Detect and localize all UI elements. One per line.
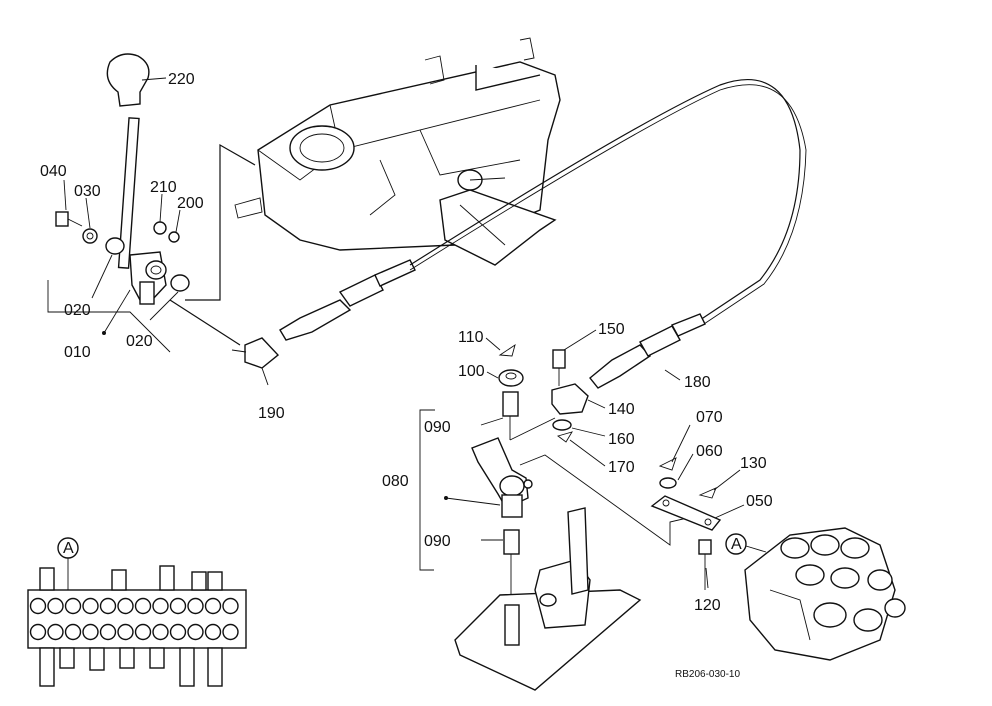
detail-marker-a-valve-label: A xyxy=(731,536,742,553)
valve-spool-circle xyxy=(134,597,152,615)
part-number-110: 110 xyxy=(458,329,484,346)
part-number-180: 180 xyxy=(684,374,711,391)
part-number-labels: 220 040 030 210 200 020 020 010 190 110 … xyxy=(40,71,773,680)
part-number-120: 120 xyxy=(694,597,721,614)
leader-lines xyxy=(63,77,745,589)
valve-spool-circle xyxy=(204,597,222,615)
valve-spool-circle xyxy=(222,597,239,615)
valve-spool-circle xyxy=(187,597,204,615)
detail-marker-a-inset-label: A xyxy=(63,540,74,557)
part-number-020-right: 020 xyxy=(126,333,153,350)
group-bracket-080 xyxy=(419,409,435,571)
valve-spool-circle xyxy=(169,597,187,615)
part-number-140: 140 xyxy=(608,401,635,418)
part-number-200: 200 xyxy=(177,195,204,212)
detail-a-valve-bank xyxy=(27,565,247,687)
valve-spool-circle xyxy=(29,597,47,615)
valve-spool-circle xyxy=(82,623,99,641)
valve-spool-circle xyxy=(29,623,47,641)
control-lever-assembly xyxy=(55,53,190,335)
valve-spool-circle xyxy=(47,623,64,641)
part-number-060: 060 xyxy=(696,443,723,460)
control-cable-front xyxy=(169,259,416,369)
part-number-190: 190 xyxy=(258,405,285,422)
lower-linkage xyxy=(444,343,701,691)
transmission-case xyxy=(234,37,561,266)
valve-spool-circle xyxy=(82,597,99,615)
valve-spool-circle xyxy=(47,597,64,615)
valve-spool-circle xyxy=(152,623,169,641)
part-number-070: 070 xyxy=(696,409,723,426)
valve-spool-circle xyxy=(204,623,222,641)
part-number-160: 160 xyxy=(608,431,635,448)
valve-spool-circle xyxy=(99,597,117,615)
valve-spool-circle xyxy=(64,623,82,641)
part-number-040: 040 xyxy=(40,163,67,180)
part-number-100: 100 xyxy=(458,363,485,380)
part-number-090-upper: 090 xyxy=(424,419,451,436)
part-number-050: 050 xyxy=(746,493,773,510)
part-number-220: 220 xyxy=(168,71,195,88)
valve-spool-circle xyxy=(64,597,82,615)
valve-spool-circle xyxy=(169,623,187,641)
part-number-170: 170 xyxy=(608,459,635,476)
valve-spool-circle xyxy=(99,623,117,641)
valve-spool-circle xyxy=(117,597,134,615)
part-number-010: 010 xyxy=(64,344,91,361)
detail-marker-a-valve xyxy=(725,533,747,555)
valve-spool-circle xyxy=(187,623,204,641)
valve-spool-circle xyxy=(222,623,239,641)
control-cable-rear xyxy=(589,313,706,389)
valve-spool-circle xyxy=(152,597,169,615)
part-number-080: 080 xyxy=(382,473,409,490)
drawing-reference-code: RB206-030-10 xyxy=(675,669,740,680)
part-number-130: 130 xyxy=(740,455,767,472)
link-plate xyxy=(650,457,722,590)
part-number-030: 030 xyxy=(74,183,101,200)
leader-line xyxy=(185,143,256,301)
group-bracket xyxy=(47,280,171,353)
part-number-090-lower: 090 xyxy=(424,533,451,550)
part-number-150: 150 xyxy=(598,321,625,338)
part-number-020-left: 020 xyxy=(64,302,91,319)
part-number-210: 210 xyxy=(150,179,177,196)
valve-spool-circle xyxy=(117,623,134,641)
control-valve xyxy=(744,527,906,661)
cable-180 xyxy=(409,78,801,321)
valve-spool-circle xyxy=(134,623,152,641)
